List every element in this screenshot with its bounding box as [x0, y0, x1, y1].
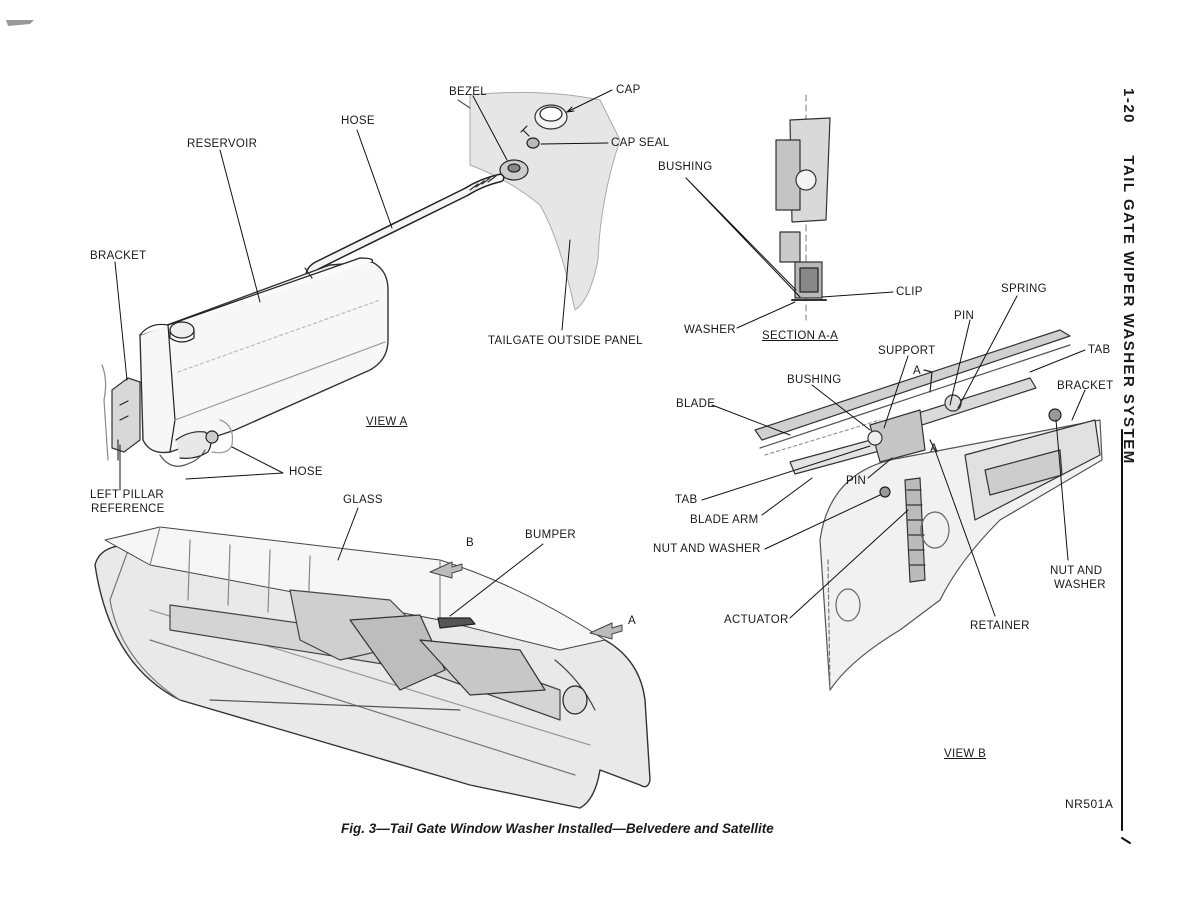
- pin-mid-label: PIN: [846, 475, 867, 487]
- bushing-top-label: BUSHING: [658, 161, 713, 173]
- blade-arm-label: BLADE ARM: [690, 514, 759, 526]
- reference-label: REFERENCE: [91, 503, 165, 515]
- nut-and-label: NUT AND: [1050, 565, 1103, 577]
- section-aa-drawing: [775, 94, 831, 321]
- blade-label: BLADE: [676, 398, 716, 410]
- bushing-mid-label: BUSHING: [787, 374, 842, 386]
- view-b-drawing: [754, 329, 1103, 691]
- arrow-a-label: A: [628, 615, 636, 627]
- drawing-code: NR501A: [1065, 797, 1114, 811]
- bracket-right-label: BRACKET: [1057, 380, 1114, 392]
- washer-label: WASHER: [684, 324, 736, 336]
- hose-top-label: HOSE: [341, 115, 375, 127]
- retainer-label: RETAINER: [970, 620, 1030, 632]
- pin-top-label: PIN: [954, 310, 975, 322]
- view-b-label: VIEW B: [944, 748, 987, 760]
- support-label: SUPPORT: [878, 345, 936, 357]
- view-a-label: VIEW A: [366, 416, 408, 428]
- section-mark-a-mid: A: [930, 443, 938, 455]
- nut-and-washer-left-label: NUT AND WASHER: [653, 543, 761, 555]
- bracket-left-label: BRACKET: [90, 250, 147, 262]
- spring-label: SPRING: [1001, 283, 1047, 295]
- tab-mid-label: TAB: [675, 494, 698, 506]
- page-section-header: 1-20 TAIL GATE WIPER WASHER SYSTEM: [1117, 88, 1137, 465]
- bezel-label: BEZEL: [449, 86, 487, 98]
- corner-mark: [6, 20, 34, 26]
- section-aa-label: SECTION A-A: [762, 330, 839, 342]
- tailgate-outside-panel-label: TAILGATE OUTSIDE PANEL: [488, 335, 643, 347]
- washer-right-label: WASHER: [1054, 579, 1106, 591]
- cap-label: CAP: [616, 84, 641, 96]
- page-number: 1-20: [1120, 88, 1137, 125]
- arrow-b-label: B: [466, 537, 474, 549]
- left-pillar-label: LEFT PILLAR: [90, 489, 165, 501]
- leader-lines: [114, 89, 1131, 844]
- section-mark-a-top: A: [913, 365, 921, 377]
- view-a-reservoir-drawing: [101, 91, 621, 467]
- hose-bottom-label: HOSE: [289, 466, 323, 478]
- tailgate-drawing: [94, 526, 651, 809]
- figure-caption: Fig. 3—Tail Gate Window Washer Installed…: [341, 821, 774, 836]
- cap-seal-label: CAP SEAL: [611, 137, 670, 149]
- glass-label: GLASS: [343, 494, 383, 506]
- tab-top-label: TAB: [1088, 344, 1111, 356]
- clip-label: CLIP: [896, 286, 923, 298]
- reservoir-label: RESERVOIR: [187, 138, 258, 150]
- bumper-label: BUMPER: [525, 529, 577, 541]
- section-title: TAIL GATE WIPER WASHER SYSTEM: [1120, 155, 1137, 465]
- actuator-label: ACTUATOR: [724, 614, 789, 626]
